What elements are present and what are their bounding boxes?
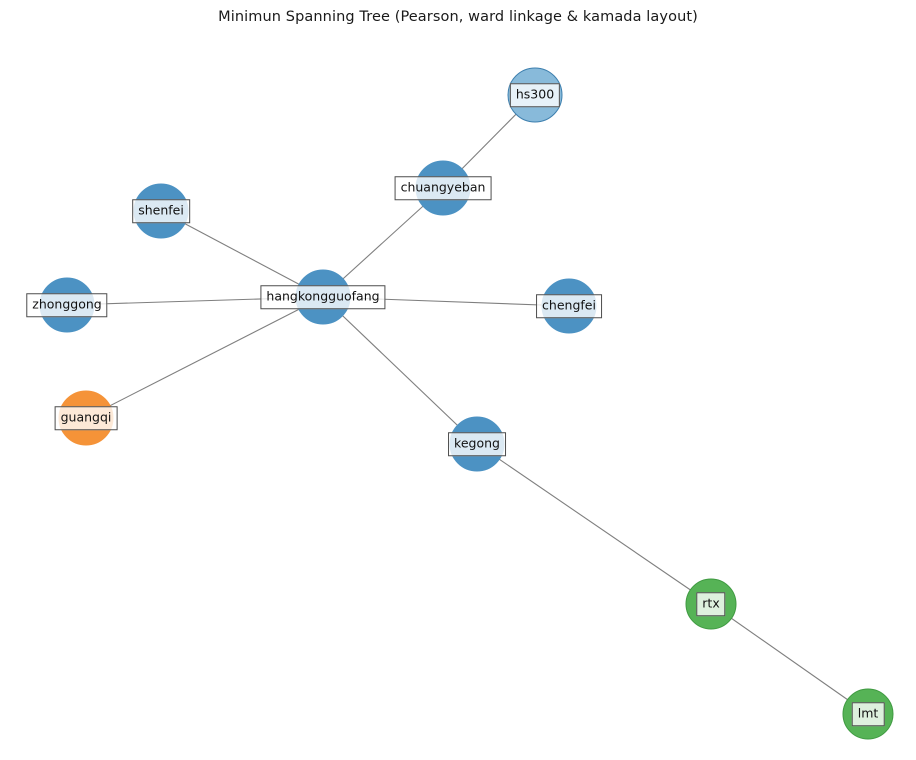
chart-title: Minimun Spanning Tree (Pearson, ward lin… [218,9,698,25]
node-label-guangqi[interactable]: guangqi [54,406,118,430]
node-label-kegong[interactable]: kegong [448,432,506,456]
node-label-rtx[interactable]: rtx [696,592,726,616]
graph-edge [476,443,712,605]
graph-edge [85,296,324,419]
node-label-hs300[interactable]: hs300 [509,83,561,107]
node-label-chuangyeban[interactable]: chuangyeban [394,176,492,200]
node-label-shenfei[interactable]: shenfei [132,199,190,223]
node-label-chengfei[interactable]: chengfei [536,294,602,318]
node-label-zhonggong[interactable]: zhonggong [26,293,108,317]
node-label-hangkongguofang[interactable]: hangkongguofang [260,285,386,309]
graph-edge [710,603,869,715]
graph-edge [160,210,324,298]
graph-edge [322,296,478,445]
node-label-lmt[interactable]: lmt [851,702,885,726]
